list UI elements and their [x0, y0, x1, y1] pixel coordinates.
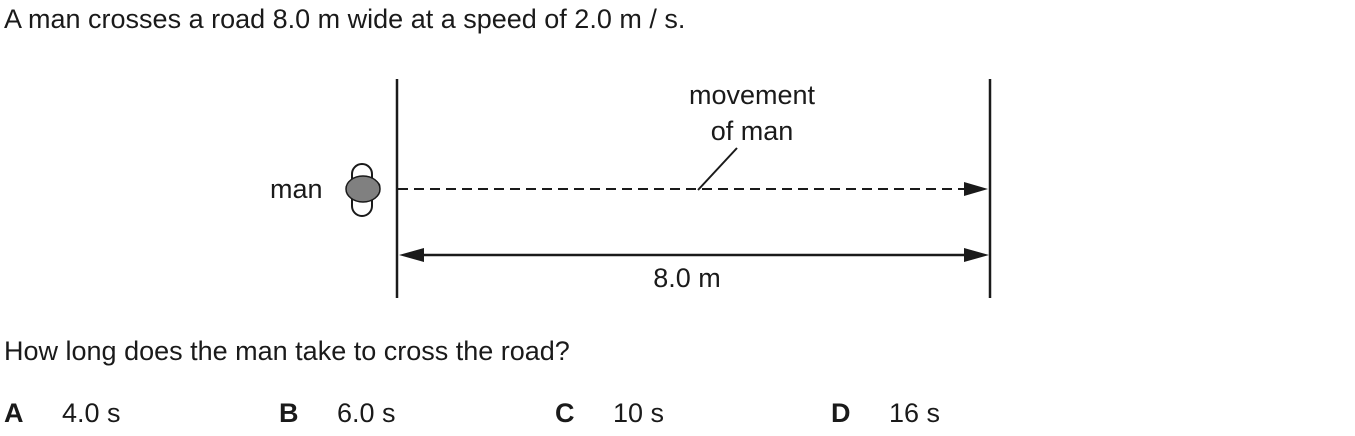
width-arrowhead-right — [964, 248, 989, 262]
question-stem: A man crosses a road 8.0 m wide at a spe… — [4, 4, 686, 34]
option-value: 6.0 s — [337, 398, 396, 428]
option-letter: A — [4, 398, 24, 428]
option-d[interactable]: D 16 s — [831, 398, 940, 429]
option-value: 16 s — [889, 398, 941, 428]
man-label: man — [270, 174, 323, 204]
question-prompt: How long does the man take to cross the … — [4, 336, 570, 366]
width-arrowhead-left — [399, 248, 424, 262]
option-letter: B — [279, 398, 299, 428]
width-label: 8.0 m — [653, 263, 721, 293]
option-value: 4.0 s — [62, 398, 121, 428]
movement-leader-line — [697, 147, 738, 191]
option-c[interactable]: C 10 s — [555, 398, 664, 429]
movement-label-line1: movement — [689, 80, 816, 110]
movement-label-line2: of man — [711, 116, 794, 146]
answer-options: A 4.0 s B 6.0 s C 10 s D 16 s — [0, 398, 1355, 434]
option-letter: C — [555, 398, 575, 428]
option-b[interactable]: B 6.0 s — [279, 398, 396, 429]
movement-arrowhead — [964, 182, 988, 196]
man-figure-icon — [345, 163, 381, 217]
option-letter: D — [831, 398, 851, 428]
option-a[interactable]: A 4.0 s — [4, 398, 121, 429]
option-value: 10 s — [613, 398, 665, 428]
